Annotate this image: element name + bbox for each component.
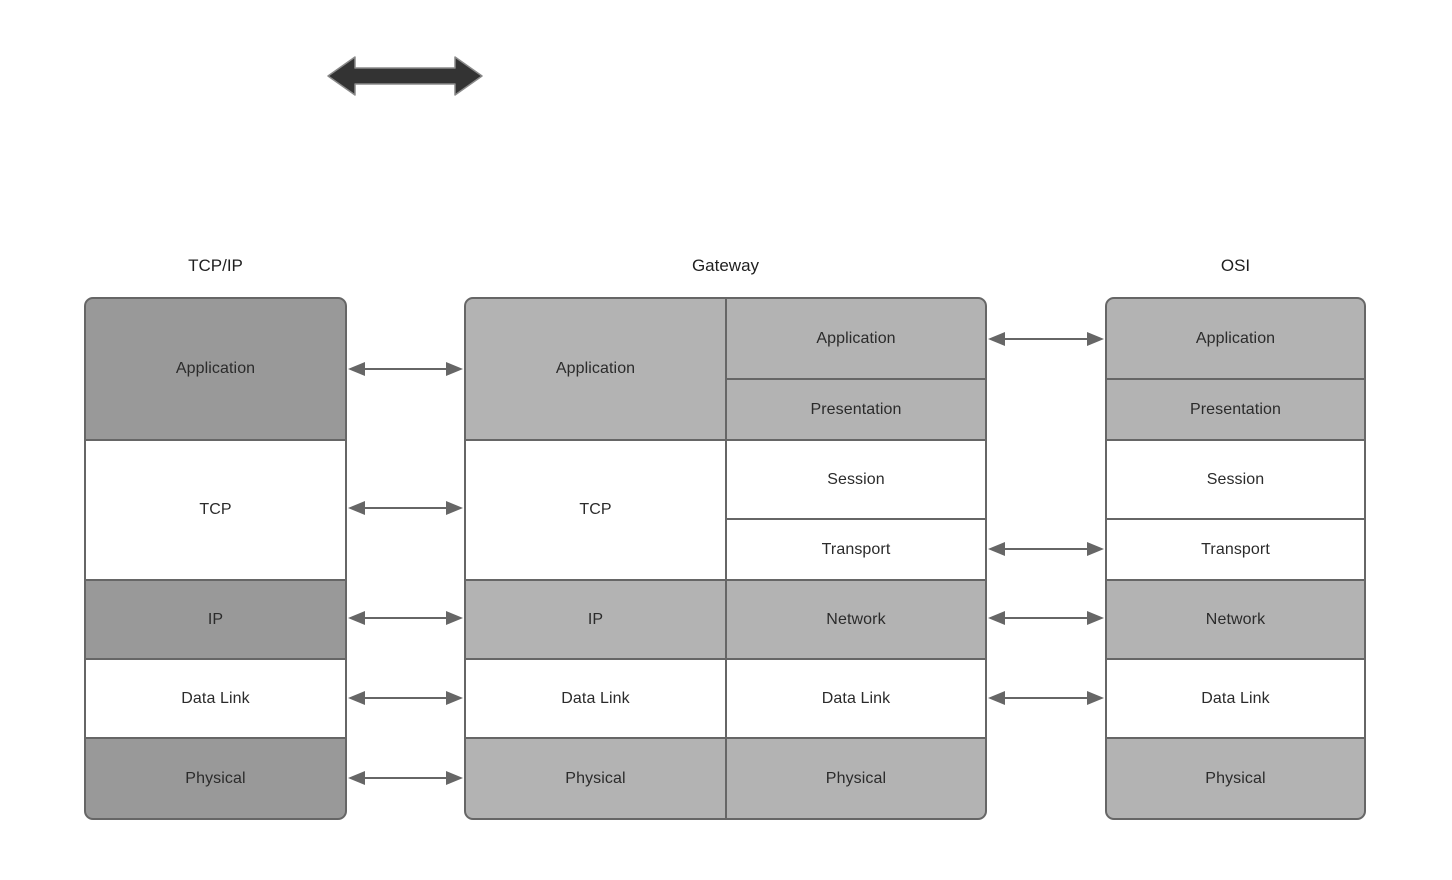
gateway-right-layer-transport[interactable]: Transport [725,518,987,581]
tcpip-layer-tcp[interactable]: TCP [84,439,347,581]
layer-label: Network [826,610,886,628]
layer-label: Application [555,360,636,377]
layer-label: Data Link [181,689,250,707]
double-headed-arrow-icon [325,52,485,100]
gateway-right-layer-session[interactable]: Session [725,439,987,520]
osi-layer-network[interactable]: Network [1105,579,1366,660]
gateway-left-layer-data-link[interactable]: Data Link [464,658,727,739]
gateway-left-layer-application[interactable]: Application [464,297,727,441]
column-header-osi: OSI [1220,256,1251,275]
tcpip-layer-physical[interactable]: Physical [84,737,347,820]
layer-label: TCP [579,501,612,518]
tcpip-layer-application[interactable]: Application [84,297,347,441]
layer-label: Session [827,470,885,488]
osi-layer-application[interactable]: Application [1105,297,1366,380]
connector-gateway-osi-transport [987,537,1105,561]
connector-gateway-osi-application [987,327,1105,351]
layer-label: Presentation [810,400,902,418]
layer-label: Application [1195,329,1276,347]
osi-layer-transport[interactable]: Transport [1105,518,1366,581]
layer-label: Application [816,329,896,347]
layer-label: IP [207,610,224,628]
connector-gateway-osi-network [987,606,1105,630]
layer-label: Data Link [561,689,630,707]
layer-label: Physical [185,769,246,787]
gateway-right-layer-application[interactable]: Application [725,297,987,380]
osi-layer-presentation[interactable]: Presentation [1105,378,1366,441]
layer-label: Transport [1201,540,1270,558]
gateway-left-layer-tcp[interactable]: TCP [464,439,727,581]
layer-label: Physical [825,769,887,787]
layer-label: Physical [1205,769,1266,787]
column-header-tcpip: TCP/IP [188,256,243,275]
layer-label: Data Link [821,689,891,707]
osi-layer-session[interactable]: Session [1105,439,1366,520]
gateway-right-layer-data-link[interactable]: Data Link [725,658,987,739]
connector-tcpip-gateway-data-link [347,686,464,710]
connector-tcpip-gateway-ip [347,606,464,630]
connector-tcpip-gateway-tcp [347,496,464,520]
layer-label: Session [1206,470,1265,488]
layer-label: Physical [565,769,626,787]
osi-layer-data-link[interactable]: Data Link [1105,658,1366,739]
tcpip-layer-ip[interactable]: IP [84,579,347,660]
layer-label: Presentation [1189,400,1282,418]
osi-layer-physical[interactable]: Physical [1105,737,1366,820]
layer-label: TCP [199,501,232,518]
tcpip-layer-data-link[interactable]: Data Link [84,658,347,739]
gateway-left-layer-physical[interactable]: Physical [464,737,727,820]
layer-label: IP [587,610,604,628]
connector-gateway-osi-data-link [987,686,1105,710]
connector-tcpip-gateway-physical [347,766,464,790]
gateway-right-layer-network[interactable]: Network [725,579,987,660]
layer-label: Data Link [1201,689,1270,707]
layer-label: Network [1205,610,1266,628]
gateway-left-layer-ip[interactable]: IP [464,579,727,660]
connector-tcpip-gateway-application [347,357,464,381]
gateway-right-layer-physical[interactable]: Physical [725,737,987,820]
column-header-gateway: Gateway [691,256,760,275]
gateway-right-layer-presentation[interactable]: Presentation [725,378,987,441]
layer-label: Application [175,360,256,377]
layer-label: Transport [821,540,891,558]
